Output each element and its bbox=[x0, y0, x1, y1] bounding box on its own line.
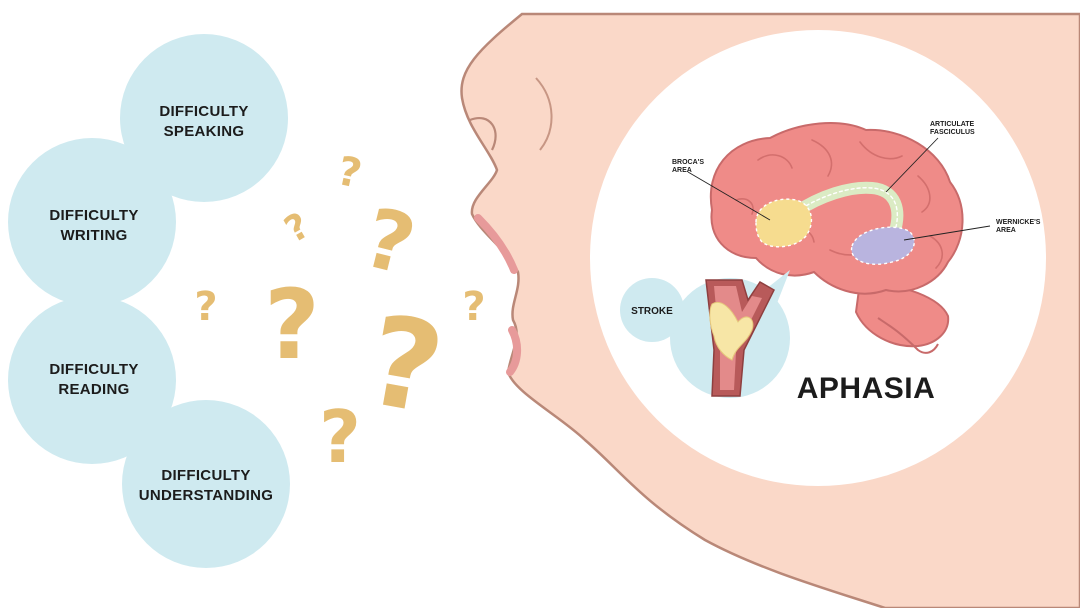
articulate-leader bbox=[885, 137, 939, 193]
symptom-bubble-writing bbox=[8, 138, 176, 306]
articulate-label-2: FASCICULUS bbox=[930, 129, 975, 136]
plaque bbox=[709, 302, 754, 361]
question-mark: ? bbox=[319, 395, 361, 479]
broca-label-1: BROCA'S bbox=[672, 159, 704, 166]
nostril bbox=[469, 117, 497, 151]
broca-label-2: AREA bbox=[672, 167, 692, 174]
symptom-speaking-line1: DIFFICULTY bbox=[159, 103, 248, 120]
nose-wing bbox=[535, 77, 553, 151]
wernicke-label-2: AREA bbox=[996, 227, 1016, 234]
question-mark: ? bbox=[264, 269, 320, 381]
broca-leader bbox=[687, 171, 771, 221]
question-mark: ? bbox=[355, 191, 424, 295]
question-mark: ? bbox=[357, 289, 453, 443]
symptom-bubble-speaking bbox=[120, 34, 288, 202]
brain-stem bbox=[877, 317, 939, 354]
wernicke-label-1: WERNICKE'S bbox=[996, 219, 1041, 226]
question-mark: ? bbox=[333, 148, 365, 198]
cerebellum bbox=[854, 280, 950, 348]
symptom-bubbles: DIFFICULTY SPEAKING DIFFICULTY WRITING D… bbox=[8, 34, 290, 568]
symptom-bubble-reading bbox=[8, 296, 176, 464]
symptom-bubble-understanding bbox=[122, 400, 290, 568]
lower-lip bbox=[506, 326, 521, 376]
stroke-callout: STROKE bbox=[620, 270, 790, 398]
symptom-writing-line2: WRITING bbox=[60, 227, 127, 244]
brain: BROCA'S AREA ARTICULATE FASCICULUS WERNI… bbox=[672, 121, 1041, 354]
symptom-understanding-line2: UNDERSTANDING bbox=[139, 487, 273, 504]
question-mark: ? bbox=[278, 205, 317, 251]
symptom-reading-line1: DIFFICULTY bbox=[49, 361, 138, 378]
stroke-label: STROKE bbox=[631, 306, 673, 317]
title: APHASIA bbox=[797, 372, 936, 405]
upper-lip bbox=[474, 214, 518, 274]
symptom-speaking-line2: SPEAKING bbox=[164, 123, 245, 140]
wernicke-area bbox=[851, 226, 915, 265]
wernicke-leader bbox=[903, 225, 991, 241]
question-mark: ? bbox=[462, 284, 485, 330]
symptom-writing-line1: DIFFICULTY bbox=[49, 207, 138, 224]
articulate-label-1: ARTICULATE bbox=[930, 121, 975, 128]
symptom-understanding-line1: DIFFICULTY bbox=[161, 467, 250, 484]
symptom-reading-line2: READING bbox=[58, 381, 129, 398]
question-mark: ? bbox=[194, 284, 217, 330]
broca-area bbox=[755, 198, 813, 248]
stroke-label-bubble bbox=[620, 278, 684, 342]
